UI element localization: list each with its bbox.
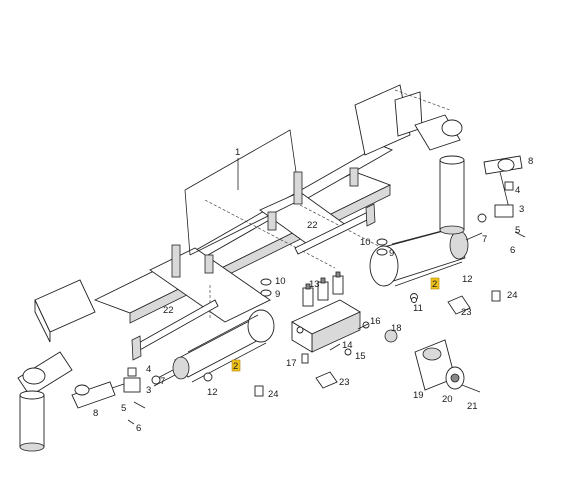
fittings [254,238,501,397]
frame-assembly [34,84,451,343]
callout-7-left: 7 [160,376,165,387]
air-cylinder-right [369,227,483,301]
callout-6-right: 6 [510,245,515,256]
callout-2-right: 2 [432,279,437,290]
callout-12-left: 12 [207,387,218,398]
callout-24-left: 24 [268,389,279,400]
callout-6-left: 6 [136,423,141,434]
callout-13: 13 [309,279,320,290]
callout-17: 17 [286,358,297,369]
callout-24-right: 24 [507,290,518,301]
right-linkage [414,114,526,238]
callout-16: 16 [370,316,381,327]
callout-5-right: 5 [515,225,520,236]
callout-15: 15 [355,351,366,362]
air-cylinder-left [151,309,275,387]
callout-23-center: 23 [339,377,350,388]
callout-19: 19 [413,390,424,401]
callout-23-right: 23 [461,307,472,318]
callout-10-right: 10 [360,237,371,248]
callout-21: 21 [467,401,478,412]
callout-20: 20 [442,394,453,405]
callout-labels: 1 2 2 3 3 4 4 5 5 6 6 7 7 8 8 9 9 10 10 … [93,147,533,434]
callout-7-right: 7 [482,234,487,245]
callout-9-right: 9 [389,248,394,259]
left-linkage [17,351,161,452]
callout-3-left: 3 [146,385,151,396]
callout-10-left: 10 [275,276,286,287]
valve-block [291,271,361,353]
callout-8-left: 8 [93,408,98,419]
callout-8-right: 8 [528,156,533,167]
callout-22-right: 22 [307,220,318,231]
lower-right-assembly [414,339,481,393]
callout-9-left: 9 [275,289,280,300]
callout-2-left: 2 [233,361,238,372]
callout-11: 11 [413,303,423,314]
highlight-marker-left [231,359,241,372]
callout-14: 14 [342,340,353,351]
callout-3-right: 3 [519,204,524,215]
callout-12-right: 12 [462,274,473,285]
callout-5-left: 5 [121,403,126,414]
callout-18: 18 [391,323,402,334]
strut-bars [131,203,376,361]
callout-4-left: 4 [146,364,151,375]
callout-4-right: 4 [515,185,520,196]
callout-1: 1 [235,147,240,158]
callout-22-left: 22 [163,305,174,316]
highlight-marker-right [430,277,440,290]
